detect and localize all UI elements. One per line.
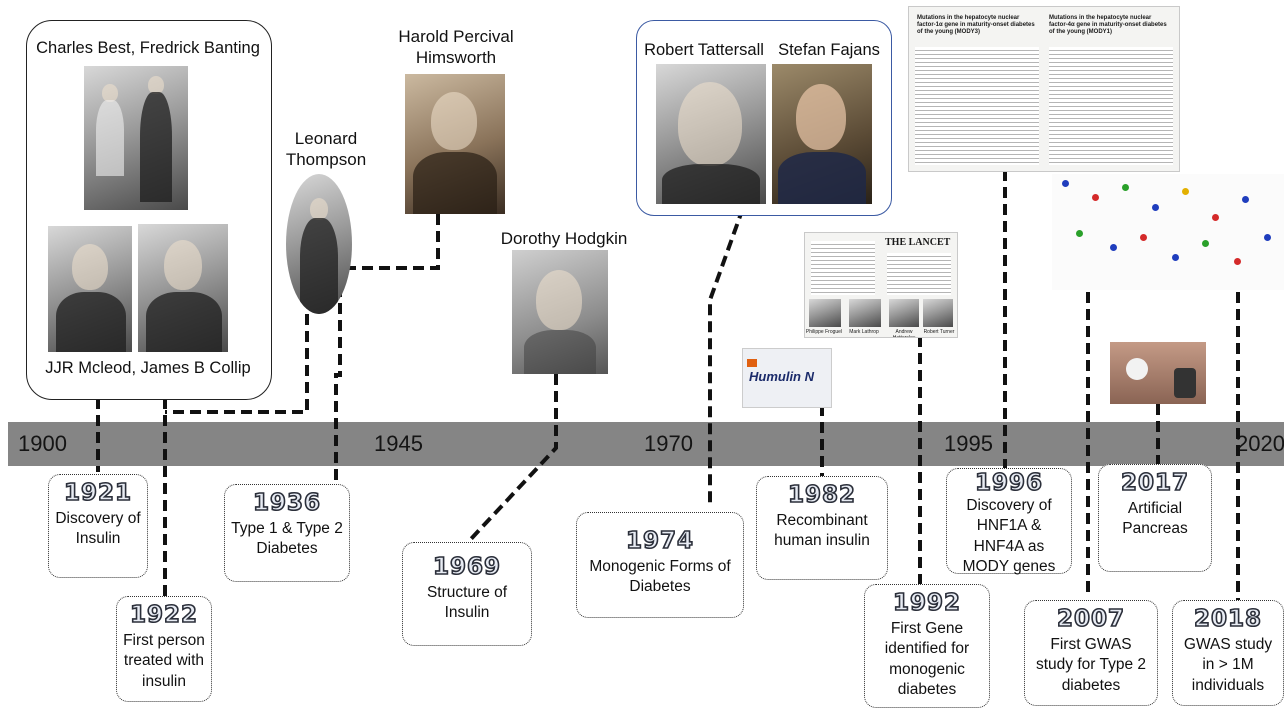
axis-label-1995: 1995 (944, 431, 993, 456)
image-artificial-pancreas (1110, 342, 1206, 404)
event-1992: 1992 First Gene identified for monogenic… (864, 584, 990, 708)
event-text: Structure of Insulin (426, 584, 508, 622)
axis-label-1970: 1970 (644, 431, 693, 456)
humulin-label: Humulin N (749, 369, 814, 384)
event-1936: 1936 Type 1 & Type 2 Diabetes (224, 484, 350, 582)
image-mody-papers: Mutations in the hepatocyte nuclear fact… (908, 6, 1180, 172)
label-best-banting: Charles Best, Fredrick Banting (36, 39, 260, 57)
event-text: Type 1 & Type 2 Diabetes (231, 520, 343, 558)
event-year: 2007 (1056, 605, 1125, 632)
lancet-name-1: Philippe Froguel (805, 329, 843, 335)
event-year: 1996 (974, 469, 1043, 496)
event-year: 2018 (1193, 605, 1262, 632)
lancet-name-3: Andrew Hattersley (892, 329, 916, 338)
event-text: Artificial Pancreas (1122, 500, 1188, 538)
image-gwas-loci (1052, 174, 1284, 290)
event-2017: 2017 Artificial Pancreas (1098, 464, 1212, 572)
event-year: 2017 (1120, 469, 1189, 496)
event-text: First Gene identified for monogenic diab… (884, 620, 970, 698)
event-1921: 1921 Discovery of Insulin (48, 474, 148, 578)
lancet-name-4: Robert Turner (923, 329, 955, 335)
event-text: Discovery of HNF1A & HNF4A as MODY genes (962, 497, 1056, 575)
label-mcleod-collip: JJR Mcleod, James B Collip (45, 359, 251, 377)
event-1996: 1996 Discovery of HNF1A & HNF4A as MODY … (946, 468, 1072, 575)
event-text: GWAS study in > 1M individuals (1183, 636, 1273, 694)
connector-1974 (708, 207, 745, 506)
axis-label-1900: 1900 (18, 431, 67, 456)
event-2018: 2018 GWAS study in > 1M individuals (1172, 600, 1284, 706)
photo-thompson (286, 174, 352, 314)
photo-hodgkin (512, 250, 608, 374)
lancet-title: THE LANCET (885, 237, 951, 248)
axis-label-1945: 1945 (374, 431, 423, 456)
photo-tattersall (656, 64, 766, 204)
event-year: 1974 (625, 527, 694, 554)
event-1974: 1974 Monogenic Forms of Diabetes (576, 512, 744, 618)
label-thompson: Leonard Thompson (285, 129, 367, 170)
event-text: First GWAS study for Type 2 diabetes (1036, 636, 1146, 694)
paper-title-hnf4a: Mutations in the hepatocyte nuclear fact… (1049, 15, 1167, 36)
event-text: Discovery of Insulin (55, 510, 141, 548)
photo-fajans (772, 64, 872, 204)
event-1969: 1969 Structure of Insulin (402, 542, 532, 646)
connector-1936b (334, 214, 440, 484)
label-hodgkin: Dorothy Hodgkin (500, 229, 628, 248)
event-2007: 2007 First GWAS study for Type 2 diabete… (1024, 600, 1158, 706)
axis-label-2020: 2020 (1236, 431, 1284, 456)
event-year: 1969 (432, 553, 501, 580)
photo-best-banting (84, 66, 188, 210)
image-humulin: Humulin N (742, 348, 832, 408)
label-himsworth: Harold Percival Himsworth (398, 27, 514, 68)
event-text: First person treated with insulin (123, 632, 205, 690)
connector-1936 (165, 314, 309, 414)
label-tattersall: Robert Tattersall (644, 41, 764, 59)
connector-1969 (468, 374, 558, 542)
photo-mcleod (48, 226, 132, 352)
event-year: 1992 (892, 589, 961, 616)
photo-himsworth (405, 74, 505, 214)
event-1982: 1982 Recombinant human insulin (756, 476, 888, 580)
label-fajans: Stefan Fajans (778, 41, 880, 59)
event-year: 1921 (63, 479, 132, 506)
paper-title-hnf1a: Mutations in the hepatocyte nuclear fact… (917, 15, 1035, 36)
event-year: 1936 (252, 489, 321, 516)
event-1922: 1922 First person treated with insulin (116, 596, 212, 702)
event-year: 1982 (787, 481, 856, 508)
image-lancet: THE LANCET Philippe Froguel Mark Lathrop… (804, 232, 958, 338)
event-text: Monogenic Forms of Diabetes (589, 558, 731, 596)
event-year: 1922 (129, 601, 198, 628)
lancet-name-2: Mark Lathrop (849, 329, 879, 335)
photo-collip (138, 224, 228, 352)
event-text: Recombinant human insulin (774, 512, 870, 550)
timeline-bar (8, 422, 1284, 466)
